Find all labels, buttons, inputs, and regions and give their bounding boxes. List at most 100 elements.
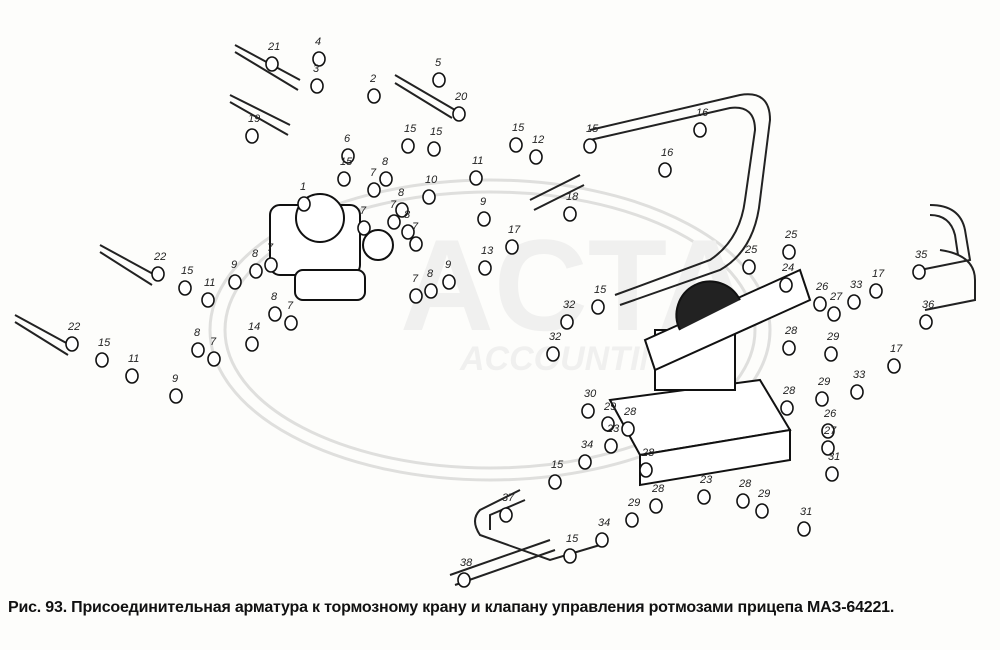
fitting-part xyxy=(869,283,883,299)
part-label-20: 20 xyxy=(454,91,468,103)
part-label-29: 29 xyxy=(757,488,770,500)
part-label-38: 38 xyxy=(460,557,473,569)
part-label-16: 16 xyxy=(696,107,709,119)
fitting-part xyxy=(379,171,393,187)
part-label-23: 23 xyxy=(606,423,620,435)
part-label-32: 32 xyxy=(549,331,561,343)
part-label-22: 22 xyxy=(67,321,80,333)
fitting-part xyxy=(357,220,371,236)
brake-valve xyxy=(269,193,394,301)
fitting-part xyxy=(505,239,519,255)
fitting-part xyxy=(478,260,492,276)
part-label-8: 8 xyxy=(382,156,389,168)
fitting-part xyxy=(201,292,215,308)
part-label-7: 7 xyxy=(370,167,377,179)
part-label-2: 2 xyxy=(369,73,376,85)
part-label-11: 11 xyxy=(128,353,139,365)
fitting-part xyxy=(427,141,441,157)
fitting-part xyxy=(264,257,278,273)
fitting-part xyxy=(424,283,438,299)
fitting-part xyxy=(268,306,282,322)
fitting-part xyxy=(912,264,926,280)
fitting-part xyxy=(191,342,205,358)
part-label-8: 8 xyxy=(271,291,278,303)
part-label-8: 8 xyxy=(404,209,411,221)
part-label-29: 29 xyxy=(603,401,616,413)
part-label-10: 10 xyxy=(425,174,438,186)
fitting-part xyxy=(604,438,618,454)
fitting-part xyxy=(284,315,298,331)
part-label-3: 3 xyxy=(313,63,320,75)
fitting-part xyxy=(529,149,543,165)
part-label-8: 8 xyxy=(427,268,434,280)
part-label-25: 25 xyxy=(744,244,758,256)
part-label-9: 9 xyxy=(480,196,486,208)
trailer-brake-control-valve xyxy=(608,268,812,487)
fitting-part xyxy=(228,274,242,290)
fitting-part xyxy=(850,384,864,400)
fitting-part xyxy=(367,182,381,198)
part-label-11: 11 xyxy=(204,277,215,289)
part-label-28: 28 xyxy=(623,406,637,418)
fitting-part xyxy=(125,368,139,384)
part-label-28: 28 xyxy=(641,447,655,459)
part-label-32: 32 xyxy=(563,299,575,311)
fitting-part xyxy=(815,391,829,407)
part-label-11: 11 xyxy=(472,155,483,167)
fitting-part xyxy=(625,512,639,528)
part-label-28: 28 xyxy=(651,483,665,495)
part-label-36: 36 xyxy=(922,299,935,311)
part-label-29: 29 xyxy=(826,331,839,343)
fitting-part xyxy=(736,493,750,509)
fitting-part xyxy=(649,498,663,514)
fitting-part xyxy=(477,211,491,227)
fitting-part xyxy=(245,336,259,352)
part-label-17: 17 xyxy=(890,343,903,355)
part-label-9: 9 xyxy=(445,259,451,271)
figure-caption: Рис. 93. Присоединительная арматура к то… xyxy=(8,599,895,616)
fitting-part xyxy=(409,288,423,304)
part-label-34: 34 xyxy=(598,517,610,529)
part-label-9: 9 xyxy=(172,373,178,385)
part-label-15: 15 xyxy=(586,123,599,135)
part-label-7: 7 xyxy=(287,300,294,312)
fitting-part xyxy=(601,416,615,432)
fitting-part xyxy=(499,507,513,523)
fitting-part xyxy=(813,296,827,312)
part-label-15: 15 xyxy=(181,265,194,277)
part-label-17: 17 xyxy=(508,224,521,236)
exploded-parts-diagram: ACTA ACCOUNTING xyxy=(14,36,976,588)
fitting-part xyxy=(581,403,595,419)
fitting-part xyxy=(621,421,635,437)
fitting-part xyxy=(337,171,351,187)
fitting-part xyxy=(265,56,279,72)
fittings xyxy=(65,51,933,588)
part-label-29: 29 xyxy=(627,497,640,509)
fitting-part xyxy=(821,440,835,456)
fitting-part xyxy=(658,162,672,178)
fitting-part xyxy=(65,336,79,352)
fitting-part xyxy=(780,400,794,416)
part-label-7: 7 xyxy=(210,336,217,348)
fitting-part xyxy=(151,266,165,282)
fitting-part xyxy=(367,88,381,104)
part-label-12: 12 xyxy=(532,134,544,146)
part-label-7: 7 xyxy=(390,199,397,211)
part-label-23: 23 xyxy=(699,474,713,486)
part-label-5: 5 xyxy=(435,57,442,69)
fitting-part xyxy=(563,548,577,564)
part-label-15: 15 xyxy=(340,156,353,168)
fitting-part xyxy=(693,122,707,138)
fitting-part xyxy=(782,244,796,260)
fitting-part xyxy=(827,306,841,322)
fitting-part xyxy=(560,314,574,330)
part-label-25: 25 xyxy=(784,229,798,241)
part-label-22: 22 xyxy=(153,251,166,263)
fitting-part xyxy=(245,128,259,144)
fitting-part xyxy=(578,454,592,470)
part-label-27: 27 xyxy=(823,425,837,437)
fitting-part xyxy=(178,280,192,296)
fitting-part xyxy=(395,202,409,218)
part-label-8: 8 xyxy=(194,327,201,339)
